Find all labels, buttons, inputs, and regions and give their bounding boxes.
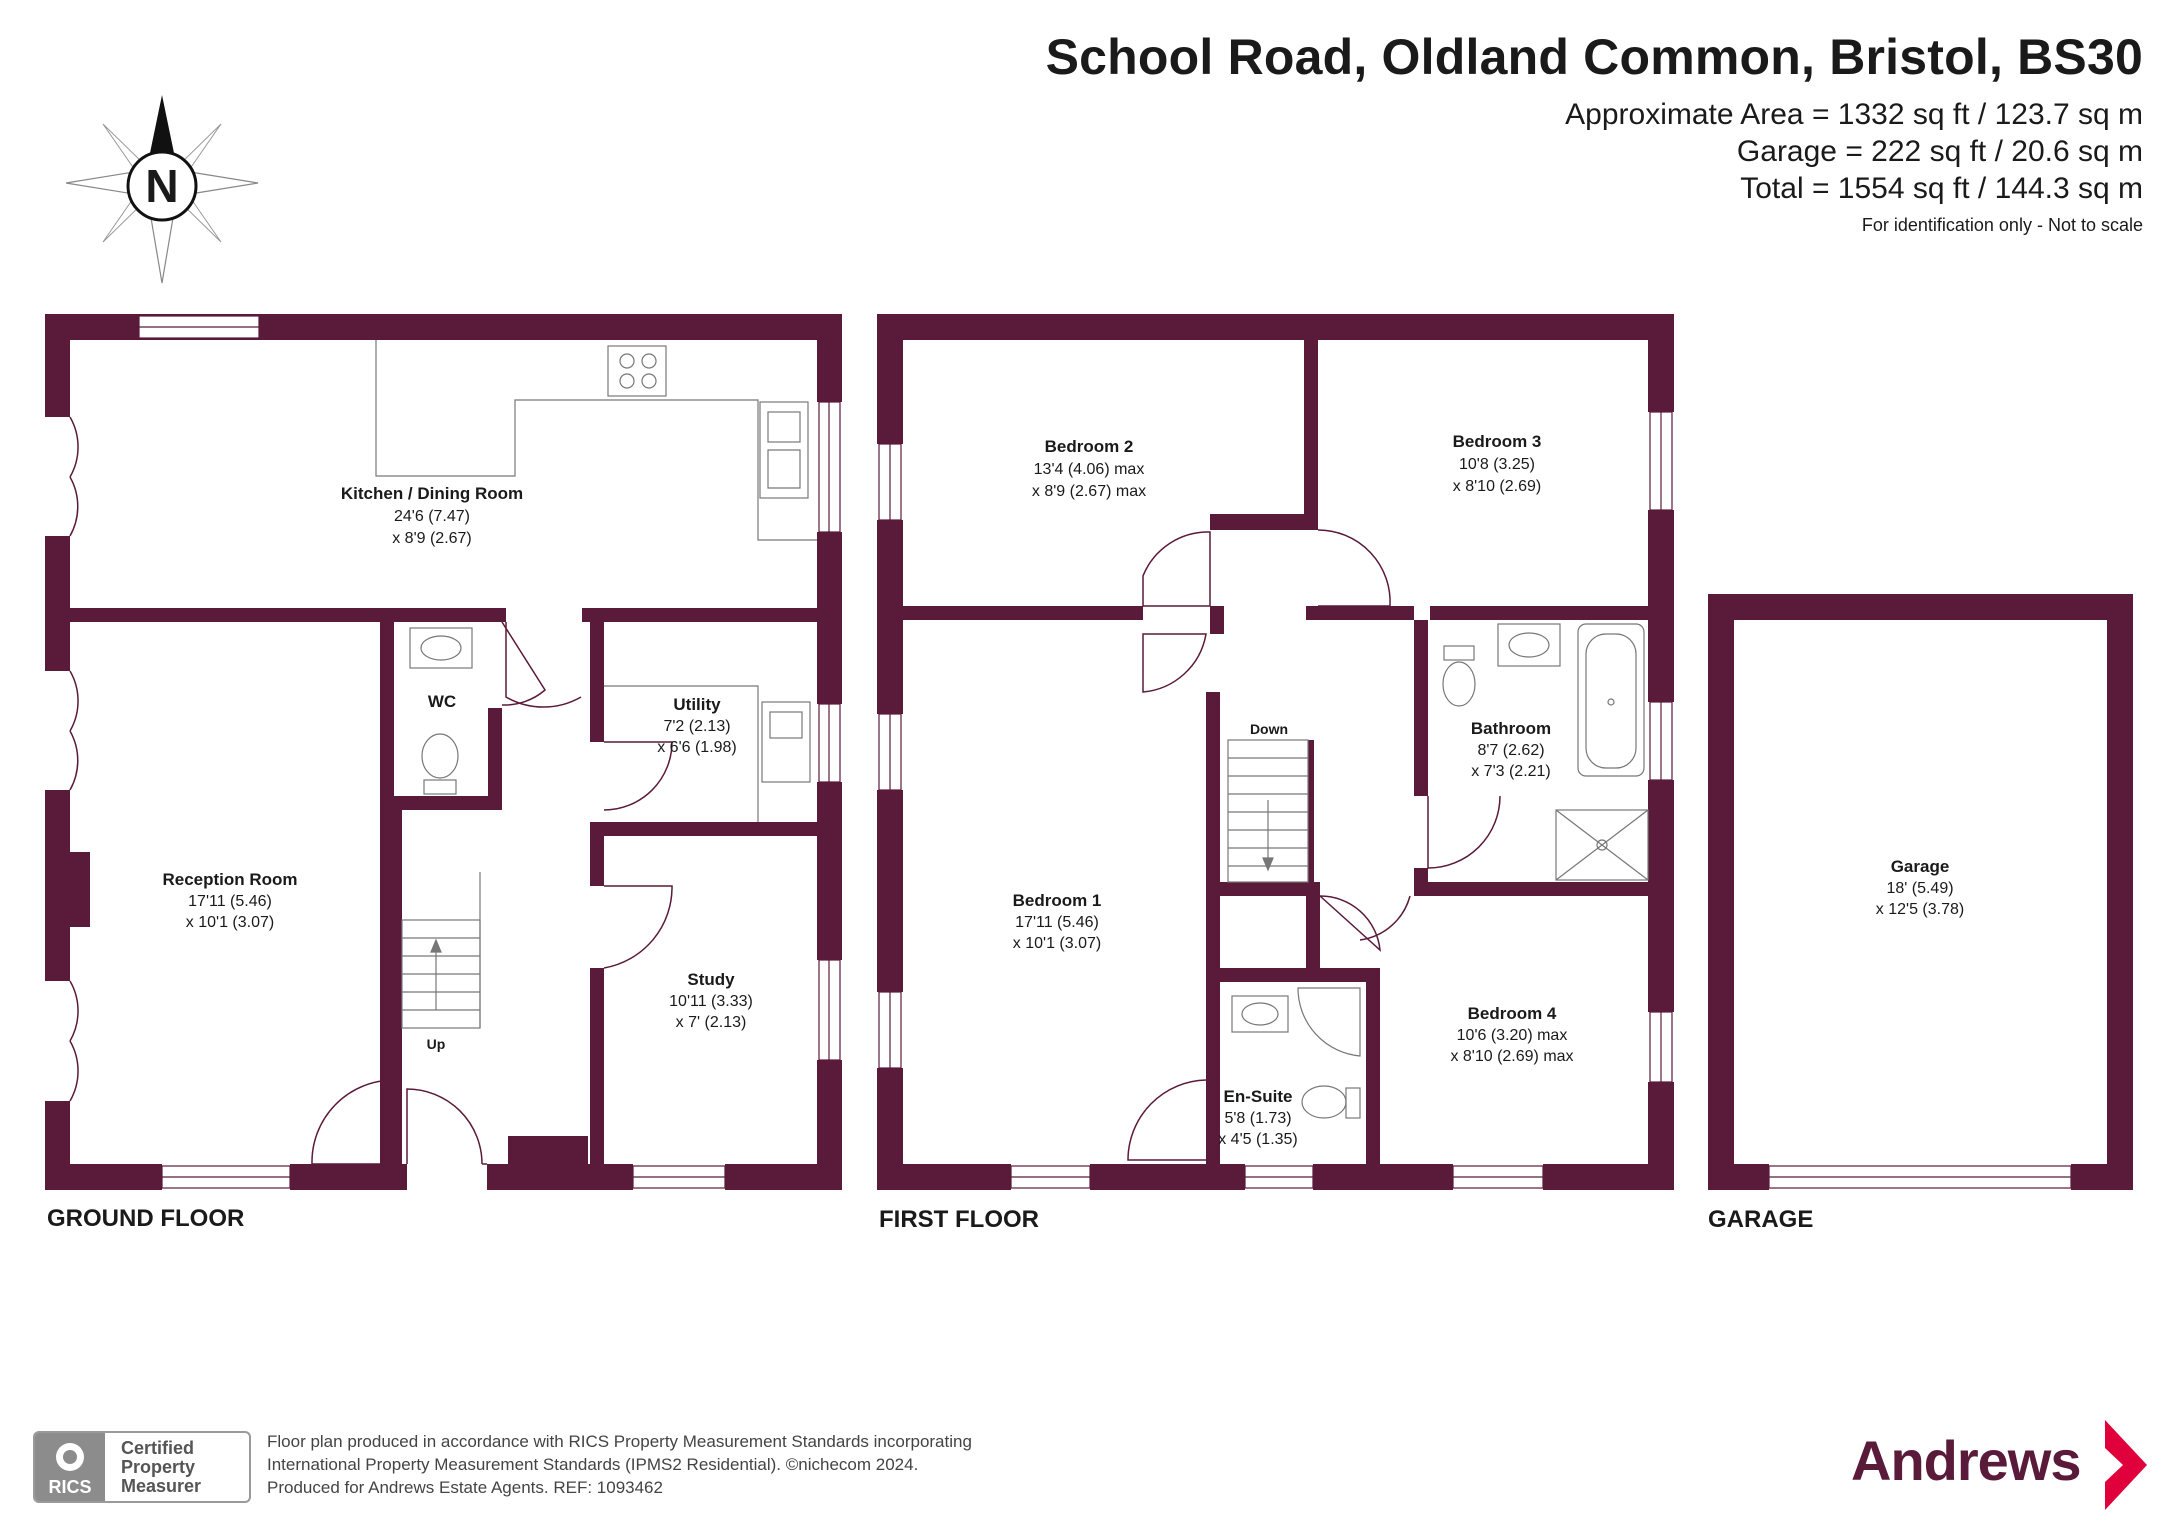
study-dim1: 10'11 (3.33): [669, 993, 753, 1010]
bedroom4-dim2: x 8'10 (2.69) max: [1450, 1048, 1573, 1065]
footer-line: Floor plan produced in accordance with R…: [267, 1432, 972, 1451]
property-address: School Road, Oldland Common, Bristol, BS…: [1045, 29, 2143, 85]
ensuite-dim1: 5'8 (1.73): [1224, 1110, 1291, 1127]
reception-dim2: x 10'1 (3.07): [186, 914, 274, 931]
first-floor-stairs: [1227, 739, 1309, 883]
utility-name: Utility: [673, 695, 721, 714]
bedroom1-dim1: 17'11 (5.46): [1015, 914, 1099, 931]
bathroom-dim1: 8'7 (2.62): [1477, 742, 1544, 759]
rics-emblem-icon: [56, 1443, 84, 1471]
ground-floor-labels: Kitchen / Dining Room 24'6 (7.47) x 8'9 …: [162, 484, 752, 1052]
brand-name: Andrews: [1851, 1429, 2081, 1492]
rics-certification: Certified Property Measurer: [121, 1439, 246, 1496]
ground-floor-stairs: [401, 872, 481, 1029]
first-floor-label: FIRST FLOOR: [879, 1206, 1039, 1233]
footer-line: Produced for Andrews Estate Agents. REF:…: [267, 1478, 663, 1497]
garage-dim1: 18' (5.49): [1886, 880, 1953, 897]
disclaimer: For identification only - Not to scale: [1861, 215, 2143, 235]
garage-name: Garage: [1891, 857, 1950, 876]
bedroom4-name: Bedroom 4: [1468, 1004, 1557, 1023]
wc-fittings: [409, 627, 473, 795]
ensuite-fittings: [1231, 987, 1361, 1119]
garage-area: Garage = 222 sq ft / 20.6 sq m: [1736, 135, 2143, 168]
hob-icon: [607, 345, 667, 397]
garage-door-icon: [1768, 1165, 2072, 1189]
first-floor-labels: Bedroom 2 13'4 (4.06) max x 8'9 (2.67) m…: [1013, 432, 1574, 1148]
ground-floor-plan: Kitchen / Dining Room 24'6 (7.47) x 8'9 …: [45, 314, 842, 1232]
utility-dim1: 7'2 (2.13): [663, 718, 730, 735]
wc-basin-icon: [409, 627, 473, 669]
bedroom1-name: Bedroom 1: [1013, 891, 1102, 910]
approximate-area: Approximate Area = 1332 sq ft / 123.7 sq…: [1565, 98, 2143, 131]
bathroom-toilet-icon: [1442, 661, 1476, 707]
bedroom2-dim1: 13'4 (4.06) max: [1034, 461, 1145, 478]
bathroom-name: Bathroom: [1471, 719, 1551, 738]
kitchen-worktop: [375, 340, 817, 541]
bedroom4-dim1: 10'6 (3.20) max: [1457, 1027, 1568, 1044]
bathroom-fittings: [1442, 623, 1649, 881]
utility-dim2: x 6'6 (1.98): [657, 739, 737, 756]
footer-note: Floor plan produced in accordance with R…: [267, 1430, 972, 1499]
bedroom3-dim2: x 8'10 (2.69): [1453, 478, 1541, 495]
ensuite-shower-icon: [1297, 987, 1361, 1057]
first-floor-doors: [1127, 529, 1501, 1161]
rics-cert-line: Certified: [121, 1438, 195, 1458]
bathroom-toilet-cistern-icon: [1443, 645, 1475, 661]
bath-icon: [1577, 623, 1645, 777]
kitchen-name: Kitchen / Dining Room: [341, 484, 523, 503]
rics-cert-line: Measurer: [121, 1476, 202, 1496]
garage-labels: Garage 18' (5.49) x 12'5 (3.78): [1876, 857, 1964, 918]
garage-walls: [1708, 594, 2133, 1190]
garage-plan: Garage 18' (5.49) x 12'5 (3.78) GARAGE: [1708, 594, 2133, 1233]
bedroom2-name: Bedroom 2: [1045, 437, 1134, 456]
footer-line: International Property Measurement Stand…: [267, 1455, 919, 1474]
kitchen-dim2: x 8'9 (2.67): [392, 530, 472, 547]
stairs-down-label: Down: [1250, 721, 1288, 737]
rics-logo: RICS: [35, 1433, 105, 1501]
stairs-up-label: Up: [427, 1036, 446, 1052]
rics-cert-line: Property: [121, 1457, 196, 1477]
ground-floor-doors: [69, 416, 673, 1165]
ensuite-basin-icon: [1231, 995, 1289, 1033]
wc-toilet-icon: [421, 733, 459, 779]
bathroom-basin-icon: [1497, 623, 1561, 667]
bedroom2-dim2: x 8'9 (2.67) max: [1032, 483, 1146, 500]
kitchen-sink-icon: [759, 401, 809, 499]
rics-word: RICS: [48, 1477, 92, 1497]
bedroom3-name: Bedroom 3: [1453, 432, 1542, 451]
bathroom-dim2: x 7'3 (2.21): [1471, 763, 1551, 780]
kitchen-dim1: 24'6 (7.47): [394, 508, 470, 525]
reception-name: Reception Room: [162, 870, 297, 889]
brand-chevron-icon: [2105, 1420, 2147, 1510]
bedroom3-dim1: 10'8 (3.25): [1459, 456, 1535, 473]
ensuite-toilet-icon: [1301, 1085, 1347, 1119]
garage-dim2: x 12'5 (3.78): [1876, 901, 1964, 918]
rics-badge: RICS Certified Property Measurer: [33, 1431, 251, 1503]
header: School Road, Oldland Common, Bristol, BS…: [1046, 28, 2143, 236]
wc-name: WC: [428, 692, 456, 711]
shower-tray-icon: [1555, 809, 1649, 881]
ensuite-name: En-Suite: [1224, 1087, 1293, 1106]
total-area: Total = 1554 sq ft / 144.3 sq m: [1740, 172, 2143, 205]
first-floor-windows: [878, 411, 1673, 1189]
first-floor-walls: [877, 314, 1674, 1190]
ground-floor-windows: [138, 315, 841, 1189]
north-compass-icon: N: [65, 95, 259, 284]
andrews-logo: Andrews: [1851, 1420, 2147, 1510]
reception-dim1: 17'11 (5.46): [188, 893, 272, 910]
study-dim2: x 7' (2.13): [676, 1014, 747, 1031]
compass-north-label: N: [145, 160, 178, 212]
garage-floor-label: GARAGE: [1708, 1206, 1813, 1233]
first-floor-plan: Bedroom 2 13'4 (4.06) max x 8'9 (2.67) m…: [877, 314, 1674, 1233]
utility-sink-icon: [604, 685, 811, 822]
ensuite-dim2: x 4'5 (1.35): [1218, 1131, 1298, 1148]
bedroom1-dim2: x 10'1 (3.07): [1013, 935, 1101, 952]
ground-floor-label: GROUND FLOOR: [47, 1205, 244, 1232]
study-name: Study: [687, 970, 735, 989]
